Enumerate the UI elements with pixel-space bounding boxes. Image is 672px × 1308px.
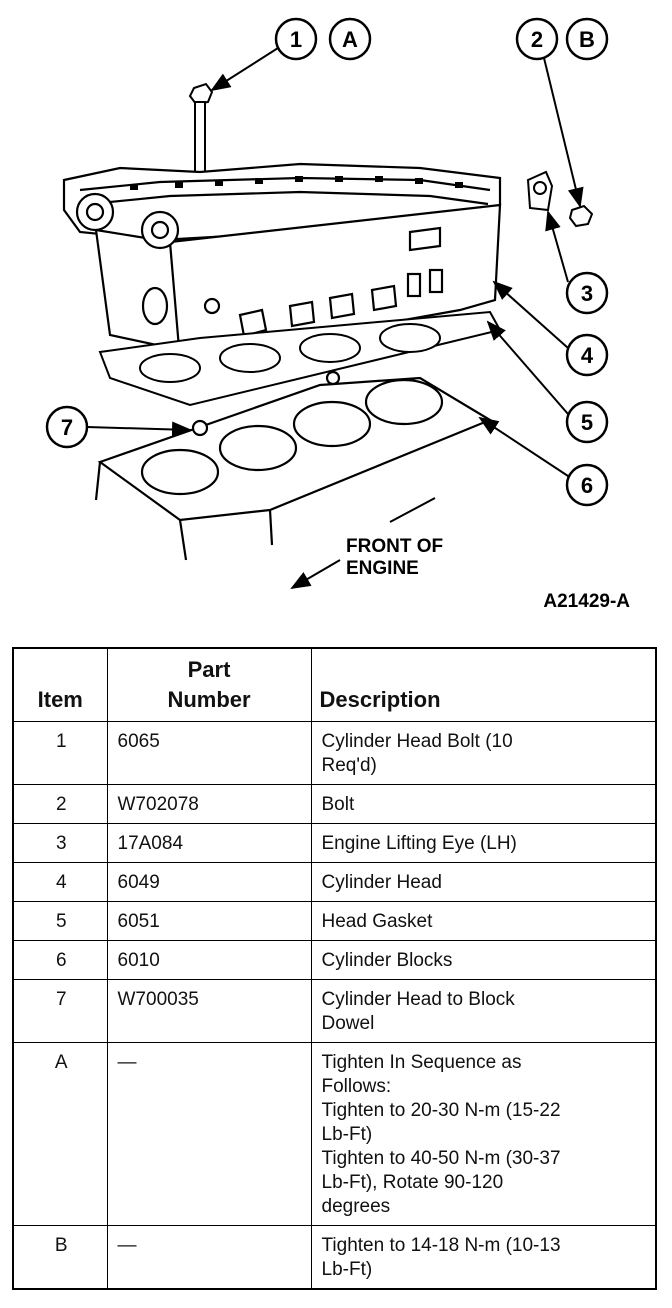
part-number-cell: W700035 (106, 979, 312, 1043)
callout-2-label: 2 (531, 27, 543, 52)
callout-A: A (328, 17, 372, 61)
callout-7: 7 (45, 405, 89, 449)
description-line: Cylinder Head to Block (321, 989, 515, 1010)
callout-1: 1 (274, 17, 318, 61)
callout-2: 2 (515, 17, 559, 61)
callout-3: 3 (565, 271, 609, 315)
part-number-cell: — (106, 1225, 312, 1290)
description-line: Follows: (321, 1076, 392, 1097)
description-cell: Head Gasket (310, 901, 657, 941)
description-line: Req'd) (321, 755, 377, 776)
callout-4-label: 4 (581, 343, 594, 368)
exploded-view-illustration: 1 A 2 B 3 4 5 6 7 (45, 17, 630, 612)
description-line: Tighten to 14-18 N-m (10-13 (321, 1235, 561, 1256)
callout-4: 4 (565, 333, 609, 377)
callout-B-label: B (579, 27, 595, 52)
description-line: Cylinder Blocks (321, 950, 453, 971)
front-of-engine-label-line1: FRONT OF (346, 536, 443, 557)
callout-6-label: 6 (581, 473, 593, 498)
part-number-cell: 6049 (106, 862, 312, 902)
callout-A-label: A (342, 27, 358, 52)
callout-6: 6 (565, 463, 609, 507)
callout-5: 5 (565, 400, 609, 444)
front-of-engine-label-line2: ENGINE (346, 558, 419, 579)
part-number-cell: 17A084 (106, 823, 312, 863)
description-line: Tighten In Sequence as (321, 1052, 522, 1073)
item-cell: 3 (12, 823, 108, 863)
lifting-eye-drawing (526, 170, 594, 228)
item-cell: B (12, 1225, 108, 1290)
header-description-label: Description (319, 687, 441, 712)
item-cell: 2 (12, 784, 108, 824)
description-line: Engine Lifting Eye (LH) (321, 833, 517, 854)
part-number-cell: 6010 (106, 940, 312, 980)
description-line: Lb-Ft) (321, 1124, 373, 1145)
description-cell: Bolt (310, 784, 657, 824)
part-number-cell: 6051 (106, 901, 312, 941)
header-part-number: Part Number (106, 647, 312, 722)
item-cell: 4 (12, 862, 108, 902)
callout-1-label: 1 (290, 27, 302, 52)
description-line: Lb-Ft), Rotate 90-120 (321, 1172, 504, 1193)
header-item: Item (12, 647, 108, 722)
item-cell: 1 (12, 721, 108, 785)
callout-5-label: 5 (581, 410, 593, 435)
part-number-cell: W702078 (106, 784, 312, 824)
description-cell: Cylinder Head (310, 862, 657, 902)
description-line: Tighten to 40-50 N-m (30-37 (321, 1148, 561, 1169)
cylinder-block-drawing (94, 370, 493, 561)
item-cell: A (12, 1042, 108, 1226)
leader-lines (86, 47, 584, 590)
description-line: Head Gasket (321, 911, 433, 932)
description-line: Bolt (321, 794, 355, 815)
header-part-line1: Part (187, 657, 231, 682)
header-item-label: Item (37, 687, 83, 712)
description-cell: Tighten In Sequence as Follows: Tighten to… (310, 1042, 657, 1226)
callout-7-label: 7 (61, 415, 73, 440)
description-cell: Cylinder Blocks (310, 940, 657, 980)
part-number-cell: 6065 (106, 721, 312, 785)
description-cell: Engine Lifting Eye (LH) (310, 823, 657, 863)
item-cell: 7 (12, 979, 108, 1043)
description-line: Cylinder Head (321, 872, 442, 893)
callout-3-label: 3 (581, 281, 593, 306)
figure-id: A21429-A (543, 591, 630, 612)
callout-B: B (565, 17, 609, 61)
description-line: degrees (321, 1196, 391, 1217)
item-cell: 6 (12, 940, 108, 980)
head-gasket-drawing (98, 310, 502, 407)
description-line: Lb-Ft) (321, 1259, 373, 1280)
cylinder-head-bolt-drawing (188, 82, 214, 181)
description-line: Cylinder Head Bolt (10 (321, 731, 513, 752)
header-description: Description (310, 647, 657, 722)
description-line: Tighten to 20-30 N-m (15-22 (321, 1100, 561, 1121)
part-number-cell: — (106, 1042, 312, 1226)
item-cell: 5 (12, 901, 108, 941)
header-part-line2: Number (167, 687, 251, 712)
table-header-row: Item Part Number Description (12, 647, 657, 722)
description-line: Dowel (321, 1013, 375, 1034)
cylinder-head-drawing (62, 162, 502, 362)
